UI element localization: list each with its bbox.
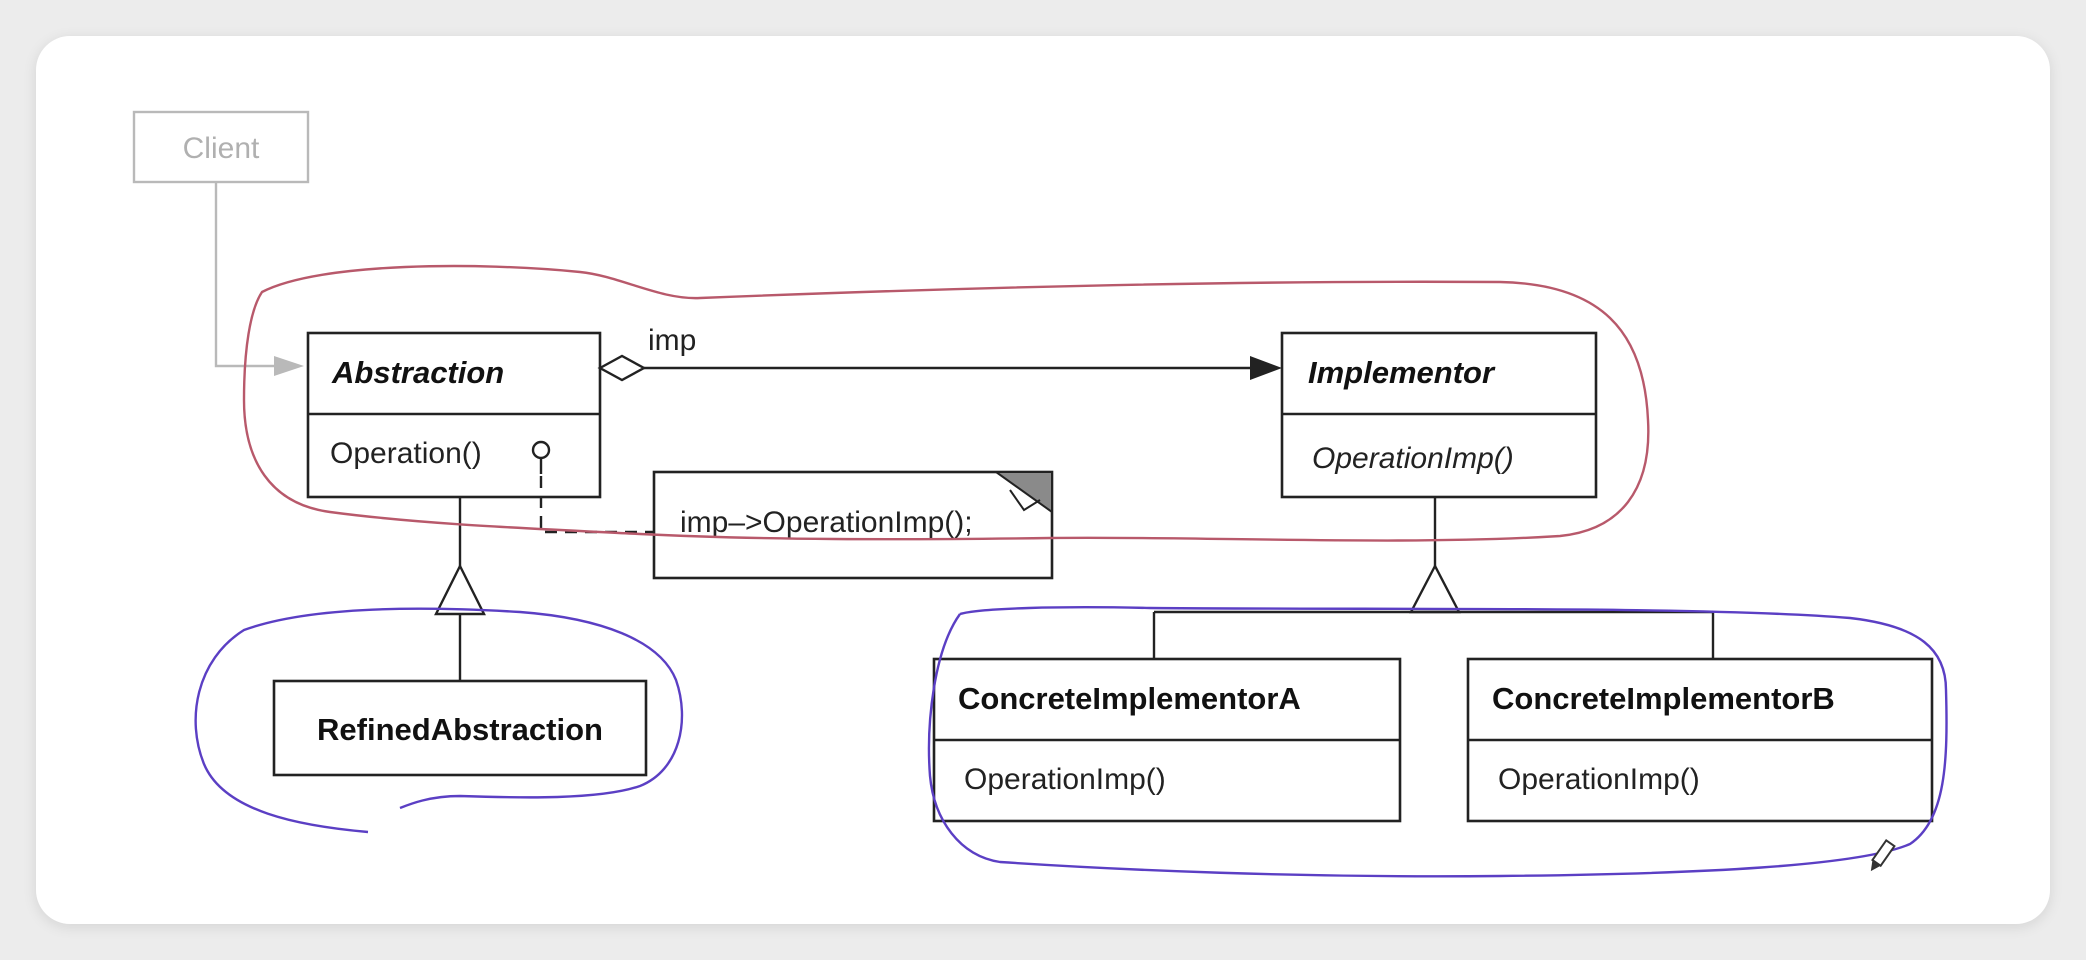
refined-abstraction-box [272,679,648,777]
concrete-a-name: ConcreteImplementorA [958,681,1301,716]
aggregation-diamond-icon [597,354,647,382]
abstraction-class: Abstraction Operation() [306,331,602,499]
note-link-dot [531,440,551,460]
inheritance-triangle-icon [1409,563,1461,614]
note-rect [652,470,1054,580]
imp-association: imp [597,324,1282,382]
note-box: imp–>OperationImp(); [652,470,1054,580]
client-arrowhead [274,356,304,376]
client-box [132,110,310,184]
imp-association-label: imp [648,324,696,357]
implementor-operation: OperationImp() [1312,442,1514,475]
note-fold-mark [1009,489,1041,512]
concrete-b-name: ConcreteImplementorB [1492,681,1835,716]
abstraction-inheritance [434,497,486,681]
refined-abstraction-name: RefinedAbstraction [317,712,603,747]
red-annotation-loop [242,264,1650,542]
imp-arrowhead-icon [1250,356,1282,380]
blue-annotation-loop-left [194,607,684,834]
inheritance-triangle-icon [434,563,486,616]
concrete-implementor-b-class: ConcreteImplementorB OperationImp() [1466,657,1934,823]
abstraction-name: Abstraction [331,355,504,390]
implementor-class: Implementor OperationImp() [1280,331,1598,499]
concrete-b-operation: OperationImp() [1498,763,1700,796]
client-label: Client [183,132,260,165]
concrete-a-operation: OperationImp() [964,763,1166,796]
implementor-name: Implementor [1308,355,1496,390]
client-dependency-arrow [214,182,304,376]
client-dependency-line [214,182,282,368]
note-text: imp–>OperationImp(); [680,506,973,539]
abstraction-operation: Operation() [330,437,482,470]
client-class: Client [132,110,310,184]
pen-cursor-icon [1870,838,1896,872]
refined-abstraction-class: RefinedAbstraction [272,679,648,777]
concrete-implementor-a-class: ConcreteImplementorA OperationImp() [932,657,1402,823]
blue-annotation-loop-right [927,606,1948,878]
implementor-inheritance [1152,497,1715,659]
